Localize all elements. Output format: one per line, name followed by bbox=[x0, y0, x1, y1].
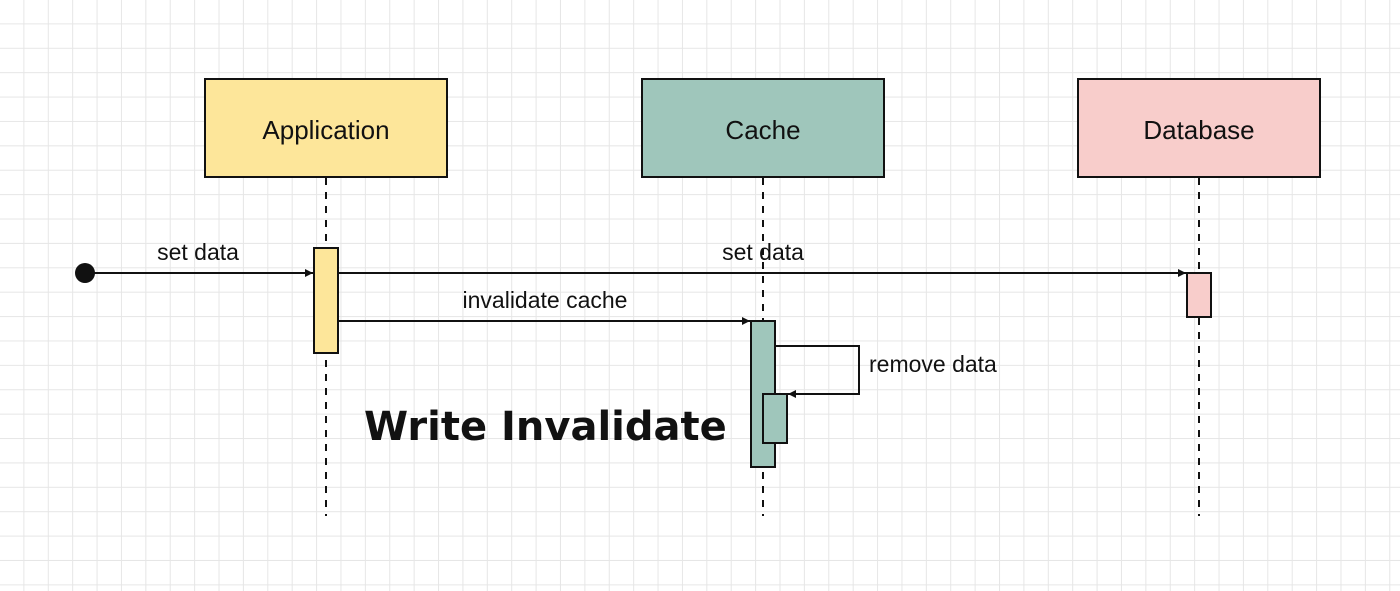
label-app-to-database: set data bbox=[722, 239, 804, 265]
actor-cache-label: Cache bbox=[725, 115, 800, 145]
actor-application[interactable]: Application bbox=[204, 78, 448, 178]
actor-cache-box bbox=[641, 78, 885, 178]
actor-application-box bbox=[204, 78, 448, 178]
actor-application-label: Application bbox=[262, 115, 389, 145]
activation-cache-nested bbox=[762, 393, 788, 444]
label-cache-self: remove data bbox=[869, 351, 997, 377]
actor-cache[interactable]: Cache bbox=[641, 78, 885, 178]
arrow-cache-self bbox=[775, 345, 860, 398]
actor-database[interactable]: Database bbox=[1077, 78, 1321, 178]
actor-database-label: Database bbox=[1143, 115, 1254, 145]
activation-application bbox=[313, 247, 339, 354]
activation-database bbox=[1186, 272, 1212, 318]
label-entry-set-data: set data bbox=[157, 239, 239, 265]
diagram-title: Write Invalidate bbox=[364, 404, 727, 450]
label-app-to-cache: invalidate cache bbox=[463, 287, 628, 313]
actor-database-box bbox=[1077, 78, 1321, 178]
